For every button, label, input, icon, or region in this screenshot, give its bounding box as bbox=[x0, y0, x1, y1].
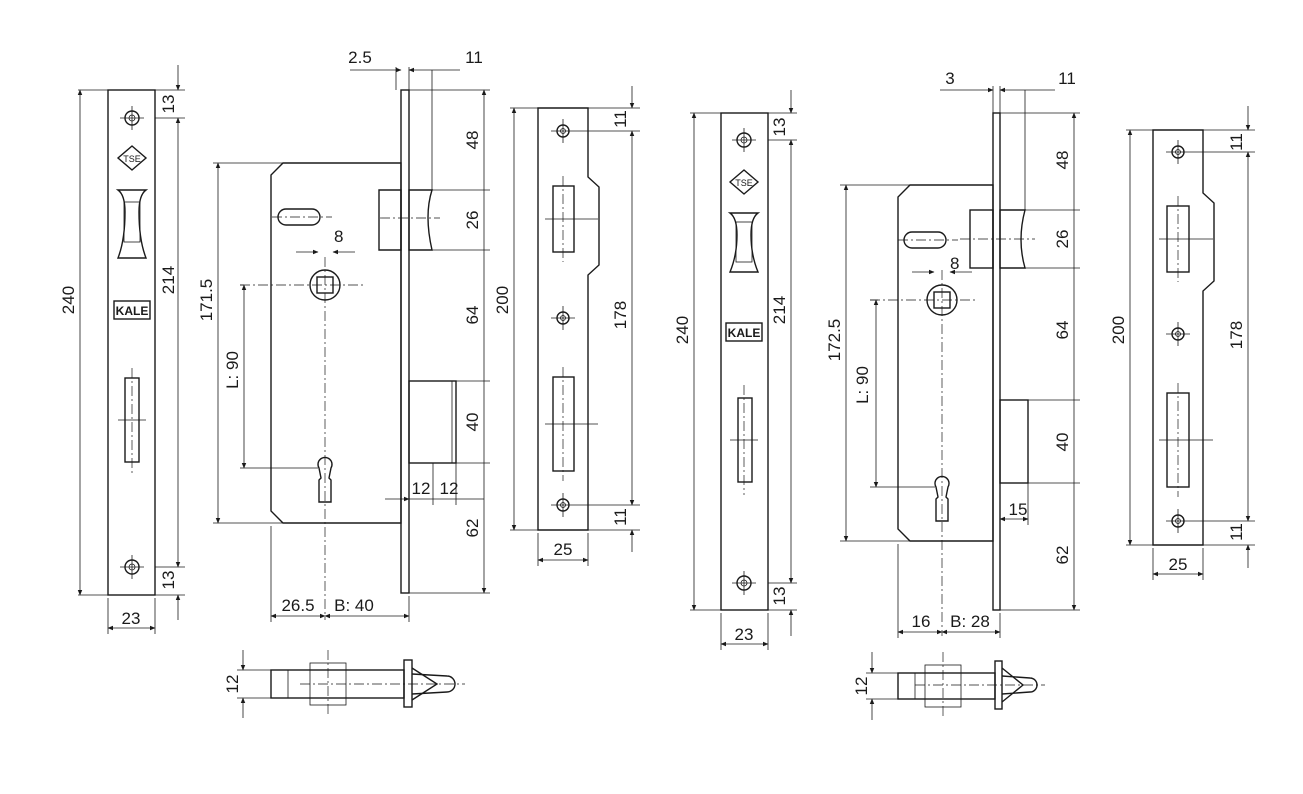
dim-body-b-plate: 3 bbox=[945, 69, 954, 88]
dim-body-b-distance: L: 90 bbox=[853, 366, 872, 404]
dim-faceplate-a-top: 13 bbox=[159, 95, 178, 114]
dim-faceplate-a-holes: 214 bbox=[159, 266, 178, 294]
dim-strike-a-bottom: 11 bbox=[611, 508, 630, 526]
kale-logo: KALE bbox=[113, 300, 151, 320]
dim-strike-b-holes: 178 bbox=[1227, 321, 1246, 349]
dim-body-a-spindle: 8 bbox=[334, 227, 343, 246]
kale-logo-text: KALE bbox=[116, 304, 149, 318]
dim-body-b-bottom: 62 bbox=[1053, 546, 1072, 565]
dim-body-a-distance: L: 90 bbox=[223, 351, 242, 389]
dim-body-a-throw-2: 12 bbox=[440, 479, 459, 498]
dim-faceplate-a-length: 240 bbox=[59, 286, 78, 314]
dim-strike-b-bottom: 11 bbox=[1227, 523, 1246, 541]
dim-strike-b-width: 25 bbox=[1169, 555, 1188, 574]
lock-body-b: 172.5 L: 90 8 16 B: 28 3 11 48 26 64 40 … bbox=[825, 69, 1080, 638]
dim-body-a-bottom: 62 bbox=[463, 519, 482, 538]
tse-mark-text: TSE bbox=[735, 178, 753, 188]
dim-body-a-latch: 26 bbox=[463, 211, 482, 230]
tse-mark: TSE bbox=[116, 145, 148, 171]
dim-body-a-height: 171.5 bbox=[197, 279, 216, 322]
dim-body-b-latch: 26 bbox=[1053, 230, 1072, 249]
dim-body-b-front: 11 bbox=[1058, 69, 1076, 88]
kale-logo: KALE bbox=[725, 322, 763, 342]
dim-strike-a-holes: 178 bbox=[611, 301, 630, 329]
dim-body-b-height: 172.5 bbox=[825, 319, 844, 362]
tse-mark: TSE bbox=[728, 169, 760, 195]
faceplate-a: TSE KALE 240 214 13 13 23 bbox=[59, 65, 185, 634]
dim-body-a-backset: B: 40 bbox=[334, 596, 374, 615]
dim-faceplate-a-width: 23 bbox=[122, 609, 141, 628]
dim-body-b-backset-left: 16 bbox=[912, 612, 931, 631]
faceplate-b: TSE KALE 240 214 13 13 23 bbox=[673, 90, 797, 650]
strike-plate-a: 200 178 11 11 25 bbox=[493, 86, 640, 566]
dim-body-a-deadbolt: 40 bbox=[463, 413, 482, 432]
dim-strike-b-length: 200 bbox=[1109, 316, 1128, 344]
strike-plate-b: 200 178 11 11 25 bbox=[1109, 106, 1255, 580]
dim-faceplate-b-bottom: 13 bbox=[770, 587, 789, 606]
dim-faceplate-b-holes: 214 bbox=[770, 296, 789, 324]
dim-body-a-gap: 64 bbox=[463, 306, 482, 325]
dim-body-a-front: 11 bbox=[465, 48, 483, 67]
dim-body-b-gap: 64 bbox=[1053, 321, 1072, 340]
dim-body-a-latch-offset: 48 bbox=[463, 131, 482, 150]
dim-faceplate-a-bottom: 13 bbox=[159, 571, 178, 590]
dim-faceplate-b-top: 13 bbox=[770, 118, 789, 137]
dim-strike-b-top: 11 bbox=[1227, 133, 1246, 151]
dim-strike-a-length: 200 bbox=[493, 286, 512, 314]
lock-body-a: 171.5 L: 90 8 26.5 B: 40 2.5 11 48 26 64… bbox=[197, 48, 490, 622]
dim-body-b-throw: 15 bbox=[1009, 500, 1028, 519]
dim-body-b-spindle: 8 bbox=[950, 254, 959, 273]
dim-body-b-deadbolt: 40 bbox=[1053, 433, 1072, 452]
dim-body-a-throw-1: 12 bbox=[412, 479, 431, 498]
dim-faceplate-b-length: 240 bbox=[673, 316, 692, 344]
dim-faceplate-b-width: 23 bbox=[735, 625, 754, 644]
dim-side-b-height: 12 bbox=[852, 677, 871, 696]
dim-body-b-latch-offset: 48 bbox=[1053, 151, 1072, 170]
kale-logo-text: KALE bbox=[728, 326, 761, 340]
dim-body-b-backset: B: 28 bbox=[950, 612, 990, 631]
dim-body-a-backset-left: 26.5 bbox=[281, 596, 314, 615]
dim-strike-a-top: 11 bbox=[611, 110, 630, 128]
dim-strike-a-width: 25 bbox=[554, 540, 573, 559]
side-view-b: 12 bbox=[852, 652, 1045, 720]
side-view-a: 12 bbox=[223, 650, 465, 718]
dim-body-a-plate: 2.5 bbox=[348, 48, 372, 67]
tse-mark-text: TSE bbox=[123, 154, 141, 164]
dim-side-a-height: 12 bbox=[223, 675, 242, 694]
